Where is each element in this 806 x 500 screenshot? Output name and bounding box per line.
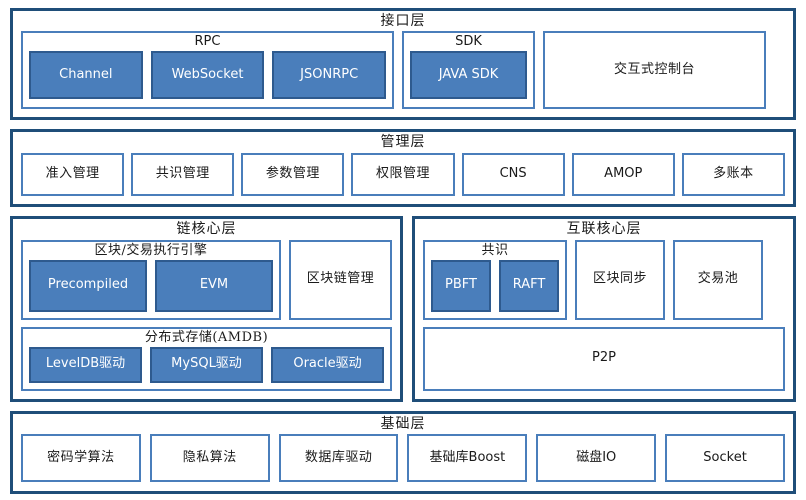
layer-chain-core: 链核心层 区块/交易执行引擎 Precompiled EVM 区块链管理 分布式… bbox=[10, 216, 403, 402]
cell-disk-io[interactable]: 磁盘IO bbox=[536, 434, 657, 482]
layer-management-body: 准入管理 共识管理 参数管理 权限管理 CNS AMOP 多账本 bbox=[13, 152, 793, 205]
cell-leveldb-driver[interactable]: LevelDB驱动 bbox=[29, 346, 142, 383]
chain-core-engine-row: 区块/交易执行引擎 Precompiled EVM 区块链管理 bbox=[21, 239, 392, 320]
cell-raft[interactable]: RAFT bbox=[499, 259, 559, 312]
cell-mysql-driver[interactable]: MySQL驱动 bbox=[150, 346, 263, 383]
group-rpc: RPC Channel WebSocket JSONRPC bbox=[21, 31, 394, 110]
cell-consensus-management[interactable]: 共识管理 bbox=[131, 152, 235, 197]
cell-socket[interactable]: Socket bbox=[665, 434, 785, 482]
cell-access-management[interactable]: 准入管理 bbox=[21, 152, 125, 197]
chain-core-amdb-row: 分布式存储(AMDB) LevelDB驱动 MySQL驱动 Oracle驱动 bbox=[21, 326, 392, 391]
cell-cryptography-algorithm[interactable]: 密码学算法 bbox=[21, 434, 141, 482]
layer-interconnect-core-title: 互联核心层 bbox=[566, 221, 642, 238]
layer-interface-body: RPC Channel WebSocket JSONRPC SDK JAVA S… bbox=[13, 31, 793, 117]
cell-oracle-driver[interactable]: Oracle驱动 bbox=[271, 346, 384, 383]
layer-interconnect-core: 互联核心层 共识 PBFT RAFT 区块同步 交易池 P2P bbox=[412, 216, 796, 402]
group-sdk-title: SDK bbox=[455, 34, 482, 50]
cell-transaction-pool[interactable]: 交易池 bbox=[673, 239, 763, 320]
cell-database-driver[interactable]: 数据库驱动 bbox=[278, 434, 399, 482]
layer-interface-title: 接口层 bbox=[380, 13, 426, 29]
cell-p2p[interactable]: P2P bbox=[423, 326, 785, 391]
cell-permission-management[interactable]: 权限管理 bbox=[351, 152, 455, 197]
group-rpc-row: Channel WebSocket JSONRPC bbox=[23, 51, 392, 107]
cell-multi-ledger[interactable]: 多账本 bbox=[681, 152, 785, 197]
cell-jsonrpc[interactable]: JSONRPC bbox=[272, 51, 387, 100]
interconnect-p2p-row: P2P bbox=[423, 326, 785, 391]
group-execution-engine-title: 区块/交易执行引擎 bbox=[94, 242, 208, 258]
cell-amop[interactable]: AMOP bbox=[571, 152, 675, 197]
group-amdb-row: LevelDB驱动 MySQL驱动 Oracle驱动 bbox=[23, 346, 390, 389]
group-execution-engine-row: Precompiled EVM bbox=[23, 259, 279, 318]
layer-base-body: 密码学算法 隐私算法 数据库驱动 基础库Boost 磁盘IO Socket bbox=[13, 434, 793, 491]
cell-blockchain-management[interactable]: 区块链管理 bbox=[289, 239, 392, 320]
cell-precompiled[interactable]: Precompiled bbox=[29, 259, 147, 312]
cell-cns[interactable]: CNS bbox=[461, 152, 565, 197]
core-layers-row: 链核心层 区块/交易执行引擎 Precompiled EVM 区块链管理 分布式… bbox=[10, 216, 796, 402]
cell-block-sync[interactable]: 区块同步 bbox=[575, 239, 665, 320]
cell-interactive-console[interactable]: 交互式控制台 bbox=[543, 31, 766, 110]
layer-chain-core-body: 区块/交易执行引擎 Precompiled EVM 区块链管理 分布式存储(AM… bbox=[13, 239, 400, 399]
cell-evm[interactable]: EVM bbox=[155, 259, 273, 312]
layer-management: 管理层 准入管理 共识管理 参数管理 权限管理 CNS AMOP 多账本 bbox=[10, 129, 796, 208]
group-execution-engine: 区块/交易执行引擎 Precompiled EVM bbox=[21, 239, 281, 320]
group-consensus: 共识 PBFT RAFT bbox=[423, 239, 567, 320]
layer-management-title: 管理层 bbox=[380, 134, 426, 151]
layer-base: 基础层 密码学算法 隐私算法 数据库驱动 基础库Boost 磁盘IO Socke… bbox=[10, 410, 796, 494]
group-amdb-title: 分布式存储(AMDB) bbox=[144, 329, 269, 345]
cell-parameter-management[interactable]: 参数管理 bbox=[241, 152, 345, 197]
cell-channel[interactable]: Channel bbox=[29, 51, 143, 100]
group-sdk: SDK JAVA SDK bbox=[402, 31, 535, 110]
layer-base-title: 基础层 bbox=[380, 415, 426, 432]
layer-chain-core-title: 链核心层 bbox=[176, 221, 237, 238]
interconnect-top-row: 共识 PBFT RAFT 区块同步 交易池 bbox=[423, 239, 785, 320]
cell-base-library-boost[interactable]: 基础库Boost bbox=[407, 434, 528, 482]
group-consensus-row: PBFT RAFT bbox=[425, 259, 565, 318]
layer-interface: 接口层 RPC Channel WebSocket JSONRPC SDK JA… bbox=[10, 8, 796, 121]
group-consensus-title: 共识 bbox=[481, 242, 509, 258]
layer-interconnect-core-body: 共识 PBFT RAFT 区块同步 交易池 P2P bbox=[415, 239, 793, 399]
cell-websocket[interactable]: WebSocket bbox=[150, 51, 265, 100]
group-amdb: 分布式存储(AMDB) LevelDB驱动 MySQL驱动 Oracle驱动 bbox=[21, 326, 392, 391]
cell-privacy-algorithm[interactable]: 隐私算法 bbox=[149, 434, 270, 482]
cell-java-sdk[interactable]: JAVA SDK bbox=[410, 51, 527, 100]
group-sdk-row: JAVA SDK bbox=[404, 51, 533, 107]
group-rpc-title: RPC bbox=[194, 34, 221, 50]
cell-pbft[interactable]: PBFT bbox=[431, 259, 491, 312]
